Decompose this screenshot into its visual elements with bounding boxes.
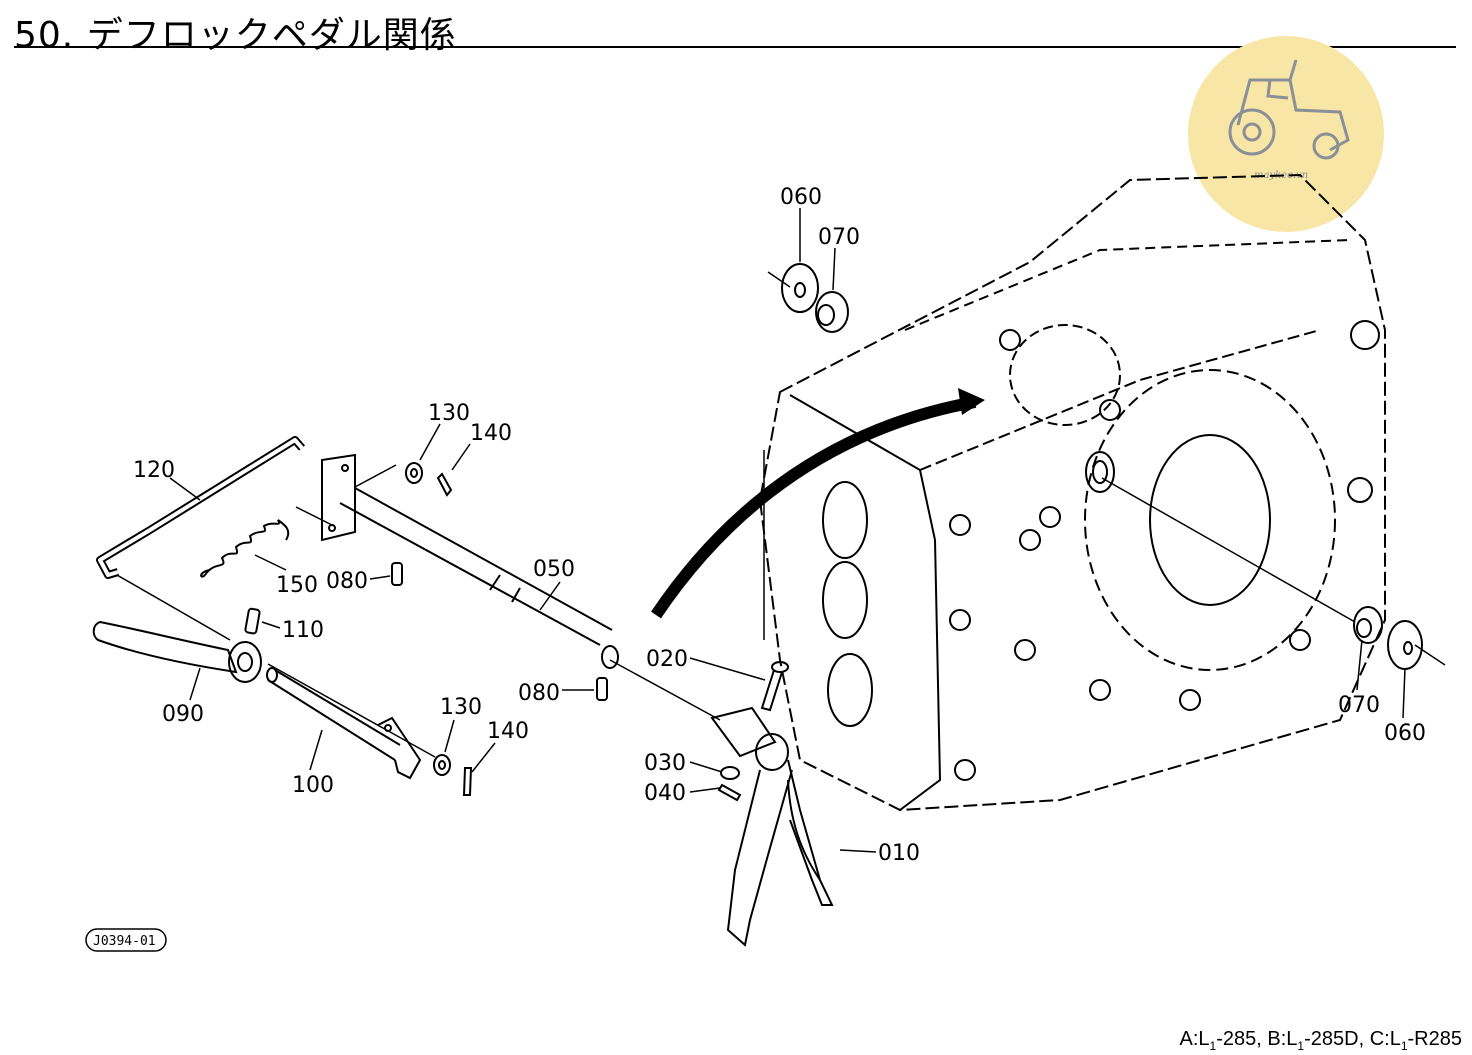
- part-090-pedal-arm: [92, 620, 262, 683]
- callout-130-bottom: 130: [440, 695, 482, 720]
- callout-120: 120: [133, 458, 175, 483]
- part-100-shaft: [266, 667, 422, 780]
- callout-100: 100: [292, 773, 334, 798]
- callout-030: 030: [644, 751, 686, 776]
- part-150-spring: [200, 519, 290, 578]
- part-120-rod: [96, 436, 306, 579]
- model-a-prefix: A:L: [1179, 1028, 1210, 1050]
- part-030-washer: [720, 766, 740, 780]
- part-070-top-seal: [815, 291, 849, 333]
- callout-060-top: 060: [780, 185, 822, 210]
- part-050-shaft: [321, 453, 619, 669]
- part-130-top-washer: [405, 462, 423, 484]
- callout-150: 150: [276, 573, 318, 598]
- part-080-pin-bot: [596, 677, 608, 701]
- part-140-bottom-cotter-pin: [462, 767, 473, 796]
- watermark-badge: [1188, 36, 1384, 232]
- part-130-bottom-washer: [433, 754, 451, 776]
- model-c-prefix: C:L: [1369, 1028, 1401, 1050]
- title-divider: [14, 46, 1456, 48]
- model-b-sub: 1: [1297, 1039, 1305, 1053]
- part-060-right-washer: [1387, 620, 1423, 670]
- part-080-pin-mid: [391, 562, 403, 586]
- callout-080-bottom: 080: [518, 681, 560, 706]
- model-a-sub: 1: [1209, 1039, 1217, 1053]
- part-070-right-seal: [1353, 606, 1383, 644]
- part-010-shift-fork: [710, 706, 834, 947]
- callout-110: 110: [282, 618, 324, 643]
- model-c-suffix: -R285: [1407, 1028, 1462, 1050]
- drawing-code-badge: J0394-01: [85, 928, 167, 952]
- callout-040: 040: [644, 781, 686, 806]
- model-applicability: A:L1-285, B:L1-285D, C:L1-R285: [1180, 1028, 1462, 1053]
- callout-050: 050: [533, 557, 575, 582]
- callout-140-top: 140: [470, 421, 512, 446]
- model-a-suffix: -285,: [1216, 1028, 1268, 1050]
- callout-010: 010: [878, 841, 920, 866]
- watermark-logo: maykeo.vn: [1188, 36, 1384, 232]
- part-020-pin: [760, 661, 789, 712]
- model-b-prefix: B:L: [1267, 1028, 1298, 1050]
- callout-090: 090: [162, 702, 204, 727]
- callout-130-top: 130: [428, 401, 470, 426]
- callout-080-mid: 080: [326, 569, 368, 594]
- part-140-top-cotter-pin: [436, 472, 453, 497]
- transmission-case: [758, 173, 1386, 812]
- assembly-arrow: [651, 388, 985, 619]
- callout-070-right: 070: [1338, 693, 1380, 718]
- callout-020: 020: [646, 647, 688, 672]
- drawing-code-text: J0394-01: [93, 934, 156, 949]
- callout-060-right: 060: [1384, 721, 1426, 746]
- part-110-pin: [244, 607, 261, 635]
- page-title: 50. デフロックペダル関係: [14, 15, 457, 56]
- callout-ticks: [169, 208, 1406, 853]
- model-c-sub: 1: [1400, 1039, 1408, 1053]
- callout-140-bottom: 140: [487, 719, 529, 744]
- tractor-icon: [1228, 59, 1350, 160]
- callout-070-top: 070: [818, 225, 860, 250]
- part-040-cotter-pin: [717, 783, 742, 802]
- callout-labels: 060 070 130 140 120 150 080 050 110 090 …: [133, 185, 1426, 866]
- model-b-suffix: -285D,: [1304, 1028, 1370, 1050]
- part-060-top-washer: [781, 263, 819, 313]
